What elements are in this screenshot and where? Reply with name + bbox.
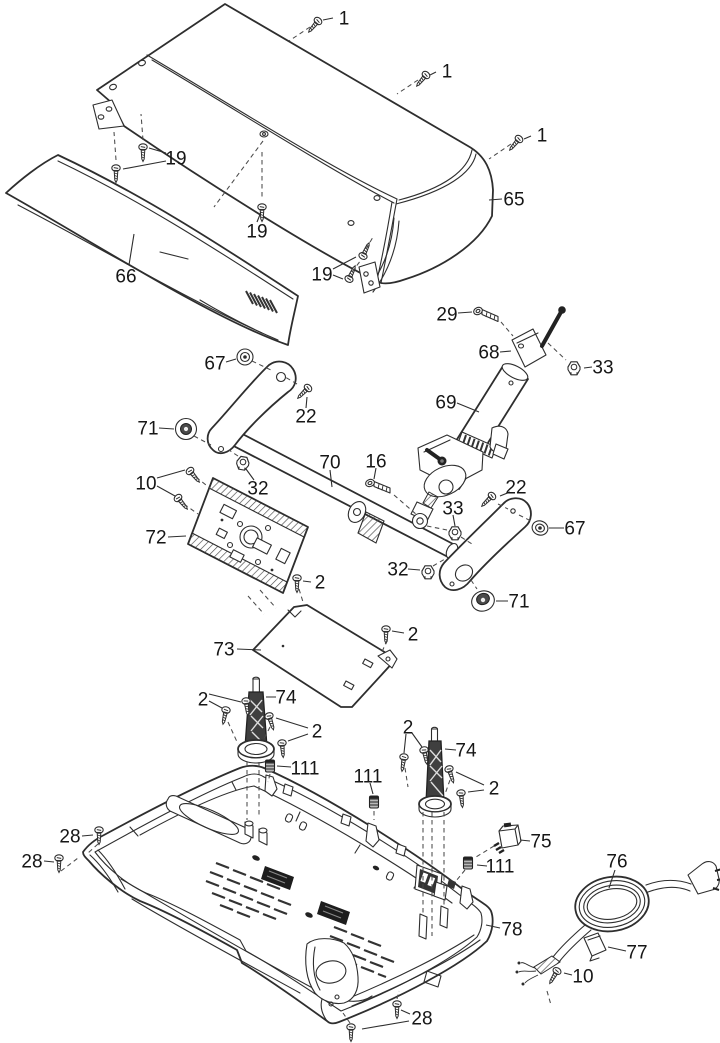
upright-post-part-74-right (418, 726, 452, 818)
bolt-part-29 (473, 306, 499, 323)
callout-73-27: 73 (213, 640, 234, 661)
callout-69-11: 69 (435, 393, 456, 414)
callout-28-37: 28 (21, 852, 42, 873)
bushing-part-71-right (471, 590, 495, 612)
callout-71-24: 71 (508, 592, 529, 613)
callout-78-41: 78 (501, 920, 522, 941)
callout-16-18: 16 (365, 452, 386, 473)
callout-22-20: 22 (505, 478, 526, 499)
callout-67-12: 67 (204, 354, 225, 375)
callout-2-25: 2 (315, 573, 326, 594)
alignment-dashes (60, 26, 567, 1024)
callout-1-0: 1 (339, 9, 350, 30)
callout-32-16: 32 (247, 479, 268, 500)
callout-28-36: 28 (59, 827, 80, 848)
power-cord-part-76 (515, 861, 720, 986)
callout-2-33: 2 (403, 718, 414, 739)
callout-75-38: 75 (530, 832, 551, 853)
callout-111-32: 111 (354, 767, 383, 788)
callout-111-39: 111 (486, 857, 515, 878)
callout-65-3: 65 (503, 190, 524, 211)
callout-28-44: 28 (411, 1009, 432, 1030)
upright-post-part-74-left (237, 676, 275, 764)
callout-33-21: 33 (442, 499, 463, 520)
washer-part-67-left (236, 348, 254, 366)
callout-66-4: 66 (115, 267, 136, 288)
washer-part-67-right (531, 520, 549, 536)
mounting-plate-part-73 (252, 604, 398, 708)
callout-74-34: 74 (455, 741, 477, 762)
callout-77-42: 77 (626, 943, 647, 964)
callout-10-43: 10 (572, 967, 593, 988)
controller-board-part-72 (187, 477, 309, 594)
base-tray-part-78 (82, 764, 494, 1025)
callout-67-22: 67 (564, 519, 585, 540)
callout-19-6: 19 (246, 222, 267, 243)
callout-111-31: 111 (291, 759, 320, 780)
callout-2-26: 2 (408, 625, 419, 646)
callout-2-29: 2 (198, 690, 209, 711)
callout-74-28: 74 (275, 688, 297, 709)
callout-29-8: 29 (436, 305, 457, 326)
callout-10-15: 10 (135, 474, 156, 495)
callout-22-13: 22 (295, 407, 316, 428)
callout-72-19: 72 (145, 528, 166, 549)
callout-1-1: 1 (442, 62, 453, 83)
hood-trim-part-66 (5, 154, 299, 346)
bushing-part-71-left (174, 417, 198, 441)
incline-motor-assembly-part-69 (410, 306, 566, 530)
leader-lines (43, 17, 627, 1030)
callout-71-14: 71 (137, 419, 158, 440)
callout-76-40: 76 (606, 852, 627, 873)
callout-1-2: 1 (537, 126, 548, 147)
callout-2-35: 2 (489, 779, 500, 800)
cord-clamp-part-77 (583, 932, 607, 962)
callout-19-5: 19 (165, 149, 186, 170)
bracket-arm-right (438, 497, 532, 592)
callout-33-10: 33 (592, 358, 613, 379)
callout-2-30: 2 (312, 722, 323, 743)
callout-68-9: 68 (478, 343, 499, 364)
switch-part-75 (493, 822, 522, 855)
callout-70-17: 70 (319, 453, 340, 474)
bolt-part-16 (365, 478, 391, 494)
callout-32-23: 32 (387, 560, 408, 581)
console-hood-part-65 (92, 3, 494, 294)
bracket-arm-left (206, 360, 297, 455)
callout-19-7: 19 (311, 265, 332, 286)
